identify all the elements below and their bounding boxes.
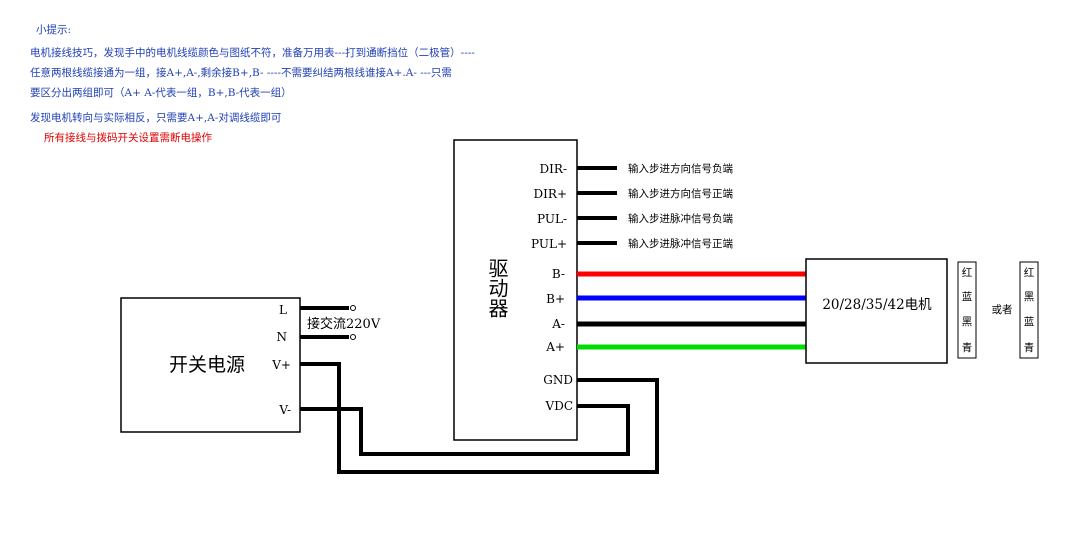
driver-title: 驱动器 <box>485 258 509 318</box>
pin-a-plus: A+ <box>545 340 565 354</box>
pin-dir-minus: DIR- <box>540 162 567 176</box>
terminal-l <box>350 305 356 311</box>
pin-l: L <box>279 303 287 317</box>
tips-heading: 小提示: <box>36 24 72 36</box>
pin-v-plus: V+ <box>271 358 291 372</box>
note-dir-minus: 输入步进方向信号负端 <box>628 162 733 175</box>
wire-power-loop-inner <box>300 404 630 456</box>
tip-line-3: 要区分出两组即可（A+ A-代表一组，B+,B-代表一组） <box>30 87 292 99</box>
pin-pul-plus: PUL+ <box>531 237 567 251</box>
pin-dir-plus: DIR+ <box>534 187 567 201</box>
pin-pul-minus: PUL- <box>537 212 567 226</box>
color-order-1-item: 青 <box>962 341 973 354</box>
color-order-box-2 <box>1019 261 1039 359</box>
driver-box <box>453 139 578 441</box>
pin-n: N <box>277 330 288 344</box>
terminal-n <box>350 334 356 340</box>
color-order-box-1 <box>957 261 977 359</box>
pin-a-minus: A- <box>551 317 565 331</box>
color-order-1-item: 黑 <box>962 316 973 328</box>
color-order-1-item: 红 <box>962 266 973 279</box>
color-order-2-item: 红 <box>1024 266 1035 279</box>
note-pul-plus: 输入步进脉冲信号正端 <box>628 237 733 250</box>
pin-b-plus: B+ <box>546 292 565 306</box>
color-order-2-item: 青 <box>1024 341 1035 354</box>
pin-v-minus: V- <box>278 403 291 417</box>
tip-line-4: 发现电机转向与实际相反，只需要A+,A-对调线缆即可 <box>30 112 282 124</box>
motor-title: 20/28/35/42电机 <box>822 297 932 313</box>
color-order-1-item: 蓝 <box>962 291 973 303</box>
note-pul-minus: 输入步进脉冲信号负端 <box>628 212 733 225</box>
note-dir-plus: 输入步进方向信号正端 <box>628 187 733 200</box>
or-label: 或者 <box>992 304 1013 316</box>
color-order-2-item: 蓝 <box>1024 316 1035 328</box>
pin-gnd: GND <box>543 373 573 387</box>
tip-line-1: 电机接线技巧，发现手中的电机线缆颜色与图纸不符，准备万用表---打到通断挡位（二… <box>30 47 475 59</box>
tip-line-2: 任意两根线缆接通为一组，接A+,A-,剩余接B+,B- ----不需要纠结两根线… <box>30 67 452 79</box>
pin-vdc: VDC <box>545 399 573 413</box>
tip-warning: 所有接线与拨码开关设置需断电操作 <box>44 132 212 144</box>
color-order-2-item: 黑 <box>1024 291 1035 303</box>
wire-power-loop-outer <box>300 362 659 474</box>
power-supply-title: 开关电源 <box>169 354 245 376</box>
motor-box <box>805 258 948 364</box>
pin-b-minus: B- <box>552 267 565 281</box>
ac-input-label: 接交流220V <box>307 316 381 332</box>
